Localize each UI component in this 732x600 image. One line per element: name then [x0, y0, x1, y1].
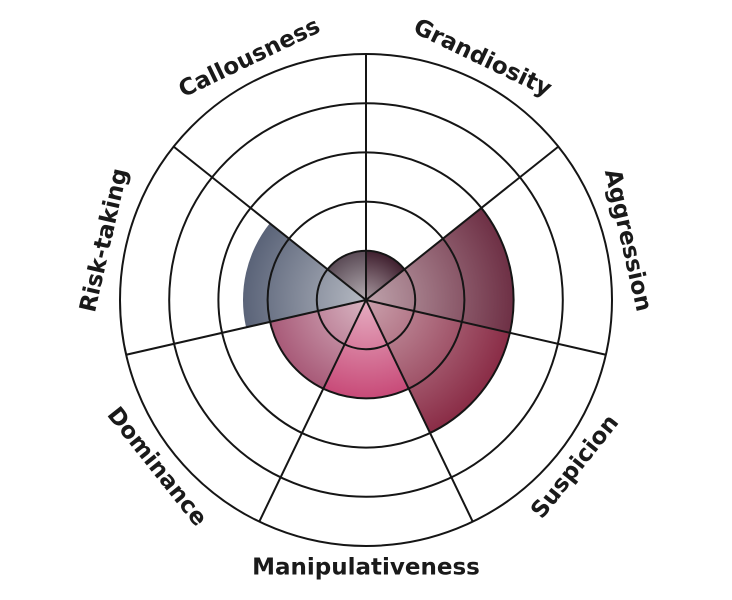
category-label-risk-taking: Risk-taking: [75, 166, 133, 315]
grid-spoke-2: [365, 299, 607, 356]
category-label-aggression: Aggression: [599, 167, 657, 314]
wedge-aggression: [366, 207, 514, 333]
wedge-callousness: [327, 250, 366, 300]
grid-spoke-3: [365, 299, 474, 523]
grid-spoke-5: [125, 299, 367, 356]
grid-spoke-6: [173, 145, 367, 301]
category-label-grandiosity: Grandiosity: [409, 14, 555, 102]
category-label-dominance: Dominance: [102, 402, 212, 531]
wedge-grandiosity: [366, 250, 405, 300]
category-label-suspicion: Suspicion: [526, 410, 624, 524]
category-label-manipulativeness: Manipulativeness: [252, 555, 480, 581]
grid-spoke-4: [258, 299, 367, 523]
grid-spoke-1: [365, 145, 559, 301]
wedge-risk-taking: [243, 223, 366, 328]
category-label-callousness: Callousness: [175, 13, 324, 103]
